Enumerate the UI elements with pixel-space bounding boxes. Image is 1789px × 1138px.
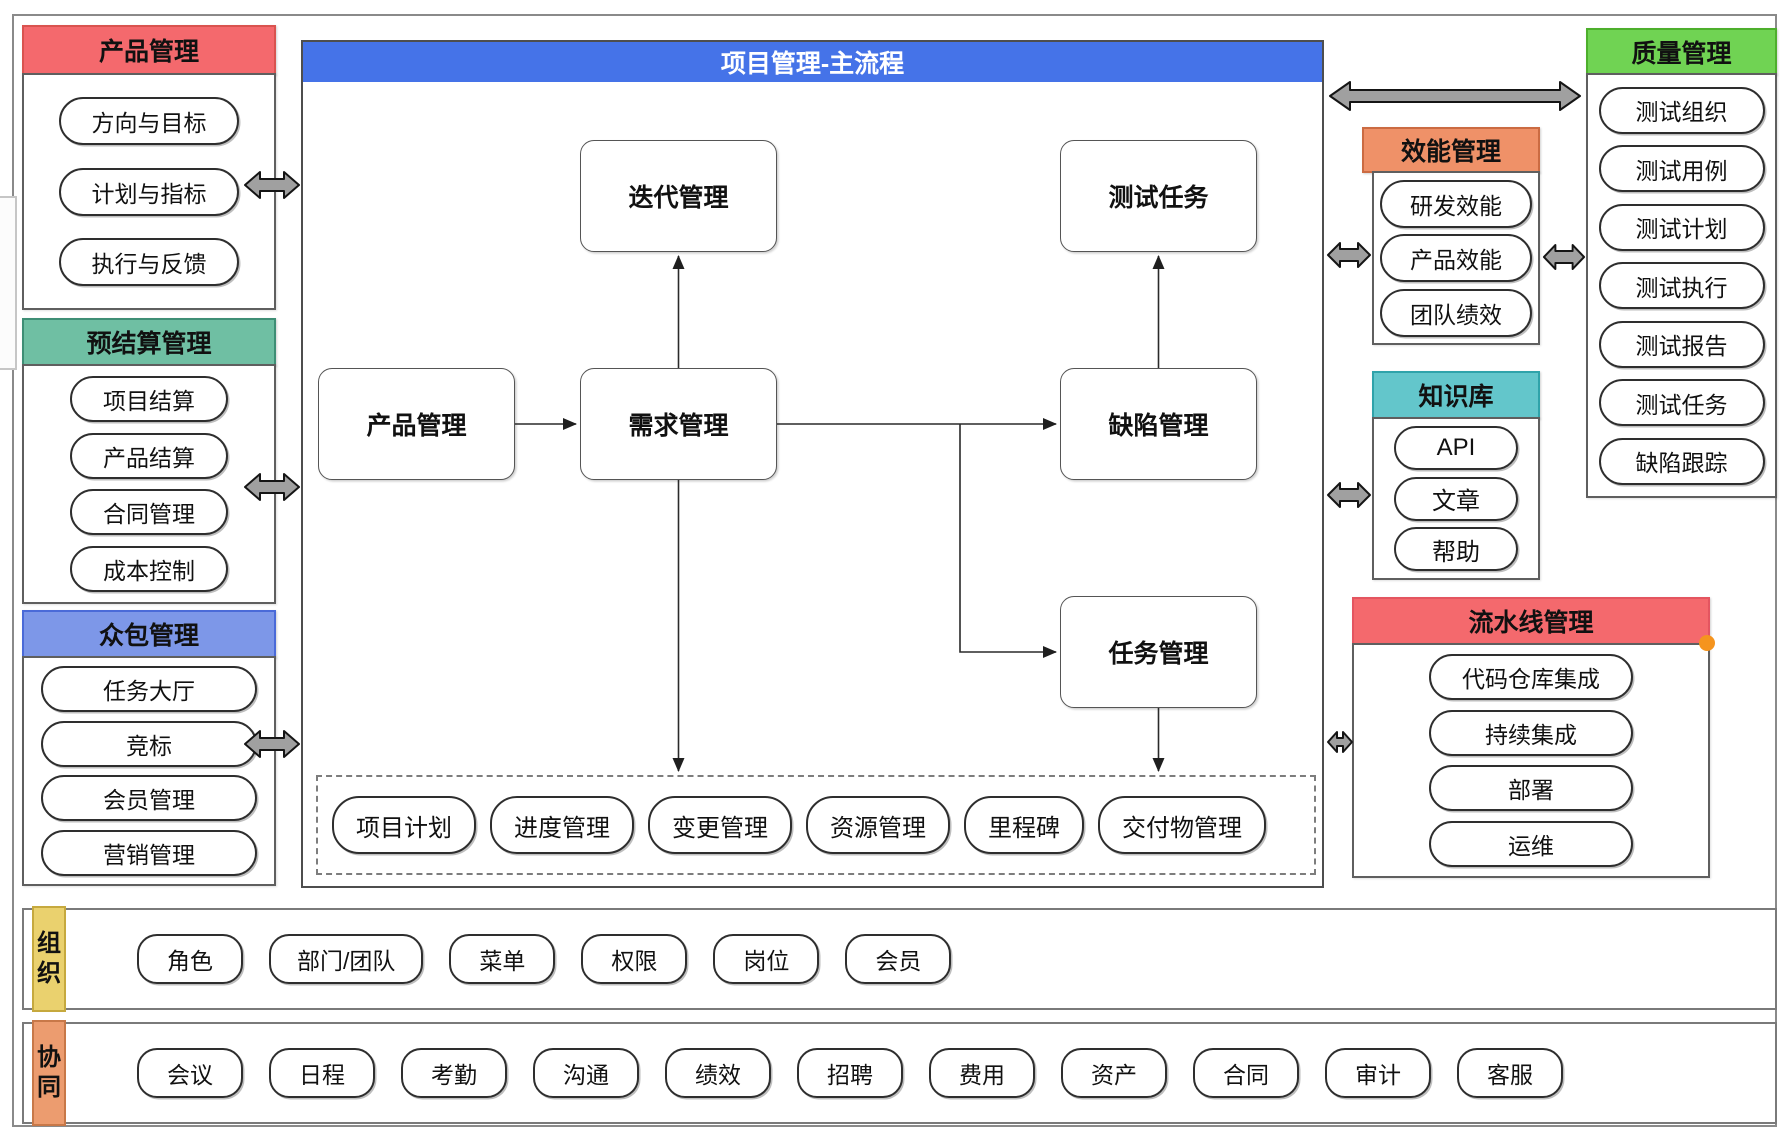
module-pill: 运维 bbox=[1429, 820, 1633, 867]
module-pill: 成本控制 bbox=[70, 545, 228, 592]
module-pill: 考勤 bbox=[401, 1048, 507, 1098]
module-pill: 合同管理 bbox=[70, 489, 228, 536]
panel-product-management-body: 方向与目标计划与指标执行与反馈 bbox=[22, 73, 276, 310]
module-pill: 会员 bbox=[845, 934, 952, 984]
panel-performance-management-body: 研发效能产品效能团队绩效 bbox=[1372, 171, 1540, 345]
module-pill: 代码仓库集成 bbox=[1429, 654, 1633, 701]
double-arrow-icon bbox=[1327, 242, 1371, 268]
panel-product-management-header: 产品管理 bbox=[22, 25, 276, 75]
module-pill: 项目结算 bbox=[70, 376, 228, 423]
double-arrow-icon bbox=[1542, 244, 1586, 270]
module-pill: 审计 bbox=[1325, 1048, 1431, 1098]
row-collaboration: 协同 会议日程考勤沟通绩效招聘费用资产合同审计客服 bbox=[22, 1020, 1777, 1126]
module-pill: 客服 bbox=[1457, 1048, 1563, 1098]
orange-dot bbox=[1699, 635, 1715, 651]
module-pill: 沟通 bbox=[533, 1048, 639, 1098]
module-pill: 执行与反馈 bbox=[59, 237, 239, 286]
module-pill: 变更管理 bbox=[648, 796, 792, 854]
row-collaboration-items: 会议日程考勤沟通绩效招聘费用资产合同审计客服 bbox=[137, 1024, 1563, 1122]
module-pill: 菜单 bbox=[449, 934, 556, 984]
double-arrow-icon bbox=[1327, 731, 1353, 753]
row-label-collaboration: 协同 bbox=[32, 1020, 66, 1126]
flow-node-iteration: 迭代管理 bbox=[580, 140, 777, 252]
module-pill: 测试用例 bbox=[1598, 145, 1765, 192]
module-pill: 测试任务 bbox=[1598, 379, 1765, 426]
module-pill: 测试报告 bbox=[1598, 320, 1765, 368]
module-pill: 里程碑 bbox=[964, 796, 1084, 854]
module-pill: 进度管理 bbox=[490, 796, 634, 854]
module-pill: API bbox=[1394, 425, 1518, 470]
double-arrow-icon bbox=[244, 473, 300, 501]
panel-pipeline-management: 流水线管理 代码仓库集成持续集成部署运维 bbox=[1352, 597, 1715, 878]
module-pill: 竞标 bbox=[41, 720, 257, 767]
project-submodules-group: 项目计划进度管理变更管理资源管理里程碑交付物管理 bbox=[316, 775, 1316, 875]
panel-performance-management: 效能管理 研发效能产品效能团队绩效 bbox=[1362, 127, 1540, 345]
module-pill: 项目计划 bbox=[332, 796, 476, 854]
module-pill: 岗位 bbox=[713, 934, 820, 984]
module-pill: 持续集成 bbox=[1429, 709, 1633, 756]
row-organization: 组织 角色部门/团队菜单权限岗位会员 bbox=[22, 906, 1777, 1012]
panel-quality-management: 质量管理 测试组织测试用例测试计划测试执行测试报告测试任务缺陷跟踪 bbox=[1586, 28, 1777, 498]
module-pill: 合同 bbox=[1193, 1048, 1299, 1098]
double-arrow-icon bbox=[244, 171, 300, 199]
panel-knowledge-base-body: API 文章帮助 bbox=[1372, 417, 1540, 580]
panel-knowledge-base: 知识库 API 文章帮助 bbox=[1372, 371, 1540, 580]
flow-node-product: 产品管理 bbox=[318, 368, 515, 480]
row-organization-items: 角色部门/团队菜单权限岗位会员 bbox=[137, 910, 952, 1008]
module-pill: 测试组织 bbox=[1598, 86, 1765, 134]
panel-budget-management-body: 项目结算产品结算合同管理成本控制 bbox=[22, 364, 276, 604]
flow-node-defect: 缺陷管理 bbox=[1060, 368, 1257, 480]
panel-crowdsourcing-management-body: 任务大厅竞标会员管理营销管理 bbox=[22, 656, 276, 886]
row-label-organization: 组织 bbox=[32, 906, 66, 1012]
module-pill: 测试计划 bbox=[1598, 203, 1765, 251]
module-pill: 任务大厅 bbox=[41, 666, 257, 713]
module-pill: 研发效能 bbox=[1380, 179, 1532, 228]
module-pill: 角色 bbox=[137, 934, 243, 984]
module-pill: 部署 bbox=[1429, 765, 1633, 812]
panel-quality-management-body: 测试组织测试用例测试计划测试执行测试报告测试任务缺陷跟踪 bbox=[1586, 73, 1777, 498]
panel-knowledge-base-header: 知识库 bbox=[1372, 371, 1540, 419]
panel-quality-management-header: 质量管理 bbox=[1586, 28, 1777, 75]
module-pill: 计划与指标 bbox=[59, 167, 239, 216]
module-pill: 团队绩效 bbox=[1380, 288, 1532, 337]
flow-node-requirement: 需求管理 bbox=[580, 368, 777, 480]
module-pill: 交付物管理 bbox=[1098, 796, 1266, 854]
module-pill: 日程 bbox=[269, 1048, 375, 1098]
panel-pipeline-management-title: 流水线管理 bbox=[1468, 609, 1594, 637]
main-flow-title: 项目管理-主流程 bbox=[303, 42, 1322, 82]
flow-node-test-task: 测试任务 bbox=[1060, 140, 1257, 252]
panel-pipeline-management-header: 流水线管理 bbox=[1352, 597, 1715, 651]
panel-budget-management-header: 预结算管理 bbox=[22, 318, 276, 366]
panel-crowdsourcing-management-header: 众包管理 bbox=[22, 610, 276, 658]
module-pill: 产品结算 bbox=[70, 432, 228, 479]
module-pill: 费用 bbox=[929, 1048, 1035, 1098]
double-arrow-icon bbox=[244, 730, 300, 758]
module-pill: 会议 bbox=[137, 1048, 243, 1098]
module-pill: 缺陷跟踪 bbox=[1598, 437, 1765, 485]
module-pill: 绩效 bbox=[665, 1048, 771, 1098]
panel-budget-management: 预结算管理 项目结算产品结算合同管理成本控制 bbox=[22, 318, 276, 604]
module-pill: 会员管理 bbox=[41, 775, 257, 822]
module-pill: 招聘 bbox=[797, 1048, 903, 1098]
module-pill: 营销管理 bbox=[41, 829, 257, 876]
module-pill: 部门/团队 bbox=[269, 934, 424, 984]
module-pill: 方向与目标 bbox=[59, 97, 239, 146]
panel-crowdsourcing-management: 众包管理 任务大厅竞标会员管理营销管理 bbox=[22, 610, 276, 886]
panel-pipeline-management-body: 代码仓库集成持续集成部署运维 bbox=[1352, 643, 1710, 878]
module-pill: 资源管理 bbox=[806, 796, 950, 854]
module-pill: 权限 bbox=[581, 934, 688, 984]
panel-performance-management-header: 效能管理 bbox=[1362, 127, 1540, 173]
module-pill: 帮助 bbox=[1394, 527, 1518, 572]
module-pill: 资产 bbox=[1061, 1048, 1167, 1098]
edge-artifact bbox=[0, 196, 17, 370]
double-arrow-icon bbox=[1329, 81, 1581, 111]
module-pill: 测试执行 bbox=[1598, 262, 1765, 309]
double-arrow-icon bbox=[1327, 482, 1371, 508]
flow-node-task: 任务管理 bbox=[1060, 596, 1257, 708]
module-pill: 产品效能 bbox=[1380, 234, 1532, 282]
module-pill: 文章 bbox=[1394, 476, 1518, 521]
panel-product-management: 产品管理 方向与目标计划与指标执行与反馈 bbox=[22, 25, 276, 310]
